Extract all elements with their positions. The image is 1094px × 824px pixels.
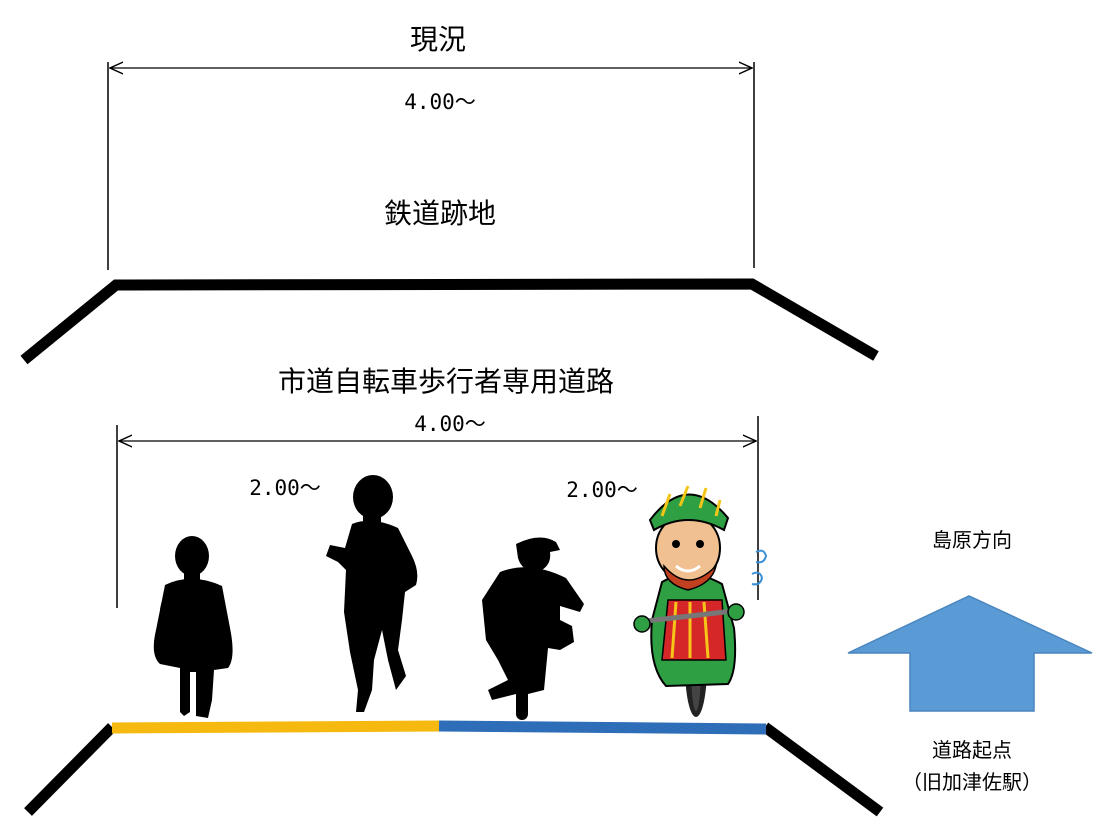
current-section-title: 現況 xyxy=(409,23,467,56)
pedestrian-lane-surface xyxy=(111,720,440,734)
proposed-section-title: 市道自転車歩行者専用道路 xyxy=(277,365,615,398)
bicycle-lane-surface xyxy=(438,720,767,735)
current-ground-profile xyxy=(20,278,879,365)
walker-silhouette xyxy=(153,536,233,718)
direction-label: 島原方向 xyxy=(932,528,1012,552)
current-area-label: 鉄道跡地 xyxy=(383,197,497,230)
proposed-width-label: 4.00～ xyxy=(414,412,486,436)
proposed-right-slope xyxy=(761,722,884,817)
runner-silhouette xyxy=(326,475,418,712)
current-width-label: 4.00～ xyxy=(404,90,476,114)
road-origin-sublabel: （旧加津佐駅） xyxy=(902,770,1042,794)
bicycle-lane-width-label: 2.00～ xyxy=(566,478,638,502)
direction-arrow xyxy=(847,595,1093,712)
road-origin-label: 道路起点 xyxy=(932,738,1012,762)
pedestrian-lane-width-label: 2.00～ xyxy=(249,476,321,500)
cyclist-silhouette xyxy=(482,537,584,720)
mascot-cyclist-illustration xyxy=(633,485,768,717)
proposed-left-slope xyxy=(24,723,116,816)
